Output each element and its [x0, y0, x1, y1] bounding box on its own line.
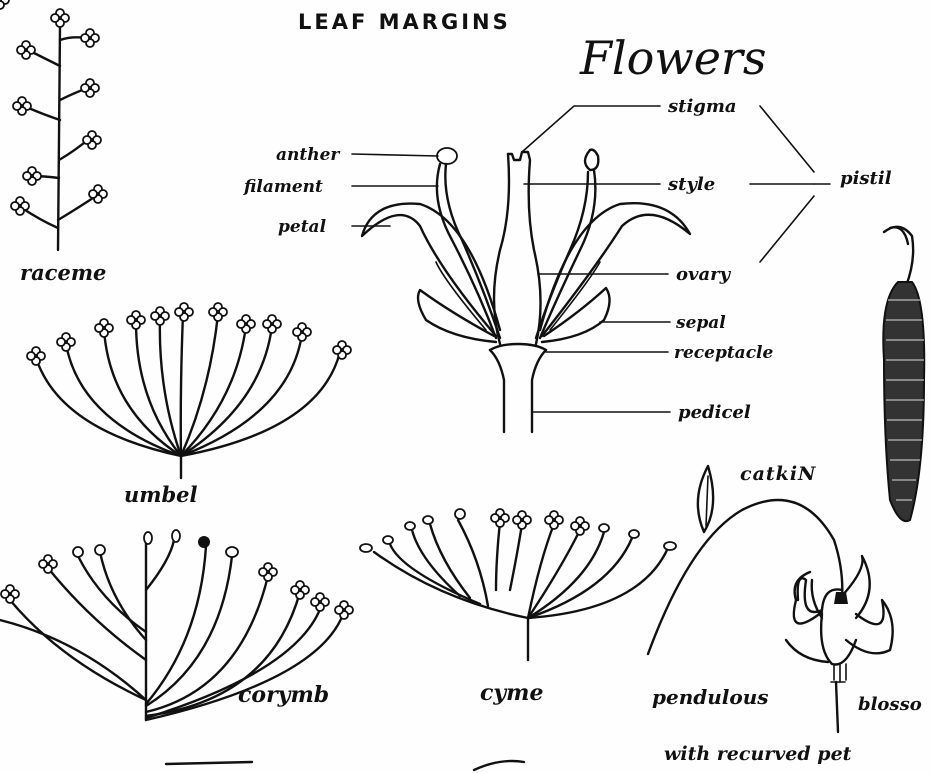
leader-lines — [352, 106, 830, 412]
label-corymb: corymb — [238, 682, 329, 708]
label-pedicel: pedicel — [678, 402, 751, 423]
section-title: LEAF MARGINS — [298, 10, 511, 34]
label-pistil: pistil — [840, 168, 892, 189]
cyme-illustration — [360, 509, 676, 660]
label-with-recurved-petals: with recurved pet — [664, 743, 852, 765]
label-catkin: catkiN — [740, 463, 816, 485]
umbel-illustration — [27, 303, 351, 478]
bottom-stroke-right — [474, 761, 524, 770]
label-petal: petal — [278, 217, 327, 237]
label-blossom: blosso — [858, 694, 922, 715]
label-pendulous: pendulous — [652, 685, 769, 709]
label-raceme: raceme — [20, 260, 106, 285]
catkin-illustration — [883, 227, 924, 521]
label-receptacle: receptacle — [674, 343, 774, 363]
flower-cross-section — [362, 148, 690, 432]
label-anther: anther — [276, 145, 340, 165]
raceme-illustration — [0, 0, 107, 250]
label-cyme: cyme — [480, 680, 543, 706]
diagram-title: Flowers — [579, 31, 767, 85]
label-ovary: ovary — [676, 264, 732, 285]
bottom-stroke-left — [166, 762, 252, 764]
label-filament: filament — [243, 177, 323, 197]
label-stigma: stigma — [667, 96, 737, 117]
label-sepal: sepal — [675, 313, 726, 333]
label-umbel: umbel — [124, 482, 198, 507]
label-style: style — [667, 174, 715, 195]
